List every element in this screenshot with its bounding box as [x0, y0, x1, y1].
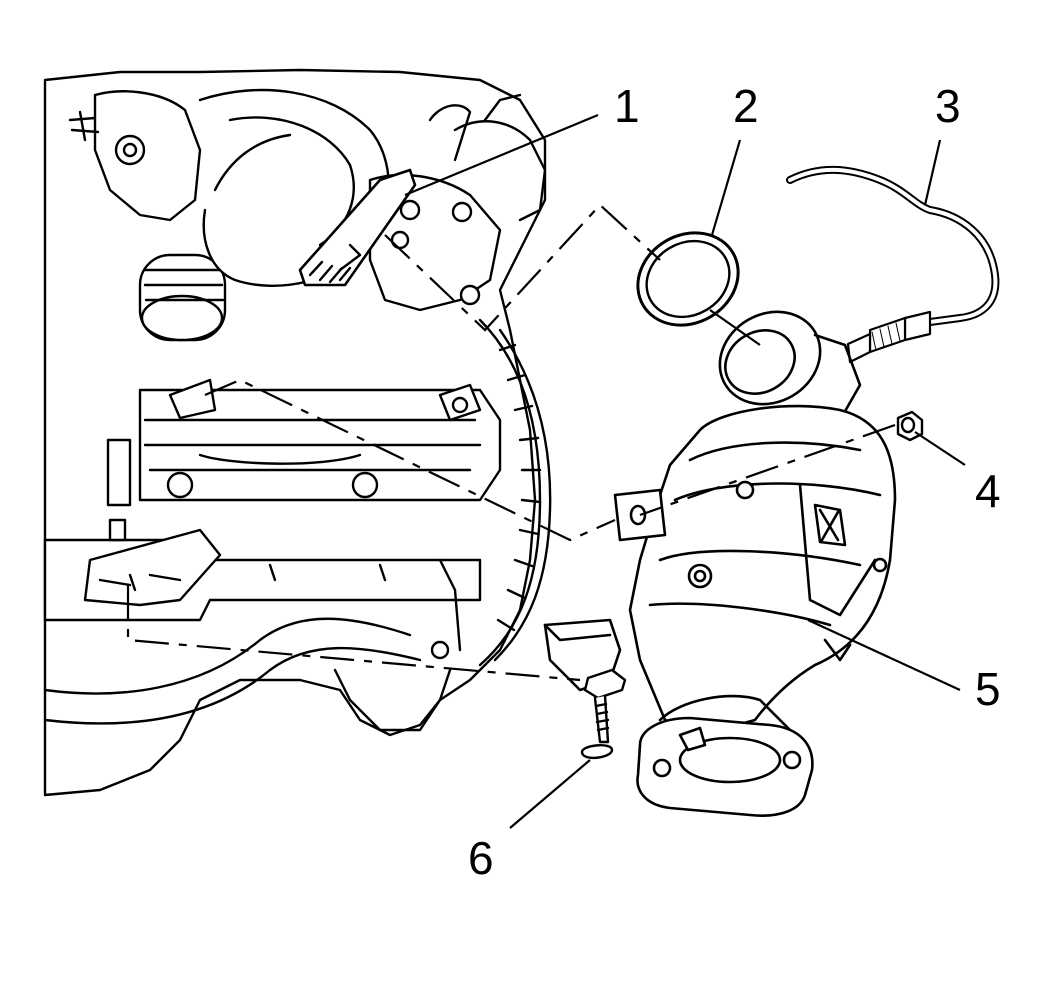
bolt [580, 668, 627, 760]
callout-4: 4 [975, 465, 1001, 517]
callout-3: 3 [935, 80, 961, 132]
oxygen-sensor [786, 165, 1000, 364]
gasket [636, 231, 740, 327]
engine-assembly [43, 68, 552, 797]
catalytic-converter [543, 310, 897, 817]
callout-6: 6 [468, 832, 494, 884]
nut [896, 410, 924, 442]
callout-1: 1 [614, 80, 640, 132]
callout-2: 2 [733, 80, 759, 132]
callout-labels: 1 2 3 4 5 6 [468, 80, 1001, 884]
callout-5: 5 [975, 663, 1001, 715]
oxygen-sensor-connector [298, 168, 417, 287]
leader-lines [126, 113, 966, 829]
